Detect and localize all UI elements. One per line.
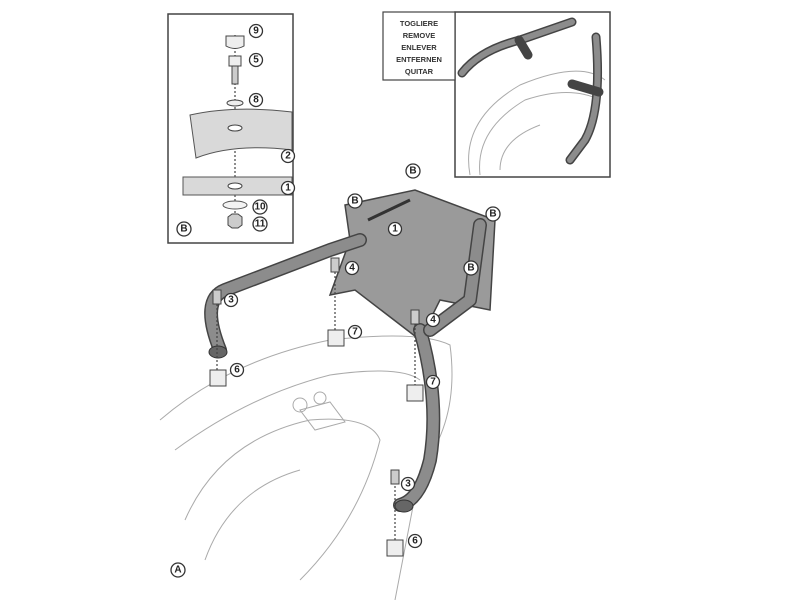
luggage-rack-frame — [204, 189, 496, 557]
svg-text:B: B — [180, 224, 187, 235]
callout-b-right: B — [485, 206, 501, 222]
callout-7-left: 7 — [347, 324, 363, 340]
svg-text:10: 10 — [254, 202, 266, 213]
svg-text:B: B — [351, 196, 358, 207]
remove-text-en: REMOVE — [403, 31, 436, 40]
callout-1-main: 1 — [387, 221, 403, 237]
svg-text:9: 9 — [253, 26, 259, 37]
scooter-seat-outline — [159, 335, 453, 600]
callout-11: 11 — [252, 216, 268, 232]
svg-text:4: 4 — [430, 315, 436, 326]
callout-6-right: 6 — [407, 533, 423, 549]
remove-text-it: TOGLIERE — [400, 19, 438, 28]
svg-text:B: B — [409, 166, 416, 177]
svg-text:A: A — [174, 565, 181, 576]
view-a-label: A — [170, 562, 186, 578]
svg-text:4: 4 — [349, 263, 355, 274]
svg-text:6: 6 — [412, 536, 418, 547]
callout-5: 5 — [248, 52, 264, 68]
callout-4-right: 4 — [425, 312, 441, 328]
callout-2: 2 — [280, 148, 296, 164]
svg-text:7: 7 — [430, 377, 436, 388]
callout-10: 10 — [252, 199, 268, 215]
svg-text:5: 5 — [253, 55, 259, 66]
callout-6-left: 6 — [229, 362, 245, 378]
callout-1: 1 — [280, 180, 296, 196]
callout-b-top: B — [405, 163, 421, 179]
svg-text:7: 7 — [352, 327, 358, 338]
callout-7-right: 7 — [425, 374, 441, 390]
remove-text-es: QUITAR — [405, 67, 434, 76]
callout-b-left: B — [347, 193, 363, 209]
remove-inset: TOGLIERE REMOVE ENLEVER ENTFERNEN QUITAR — [382, 11, 611, 178]
svg-text:1: 1 — [392, 224, 398, 235]
svg-text:8: 8 — [253, 95, 259, 106]
remove-text-de: ENTFERNEN — [396, 55, 442, 64]
detail-b-panel — [167, 13, 294, 244]
callout-8: 8 — [248, 92, 264, 108]
callout-b-lower: B — [463, 260, 479, 276]
detail-b-label: B — [176, 221, 192, 237]
svg-text:6: 6 — [234, 365, 240, 376]
svg-text:1: 1 — [285, 183, 291, 194]
callout-4-left: 4 — [344, 260, 360, 276]
svg-text:3: 3 — [228, 295, 234, 306]
svg-text:11: 11 — [255, 219, 266, 230]
svg-text:2: 2 — [285, 151, 291, 162]
svg-text:B: B — [467, 263, 474, 274]
remove-text-fr: ENLEVER — [401, 43, 437, 52]
callout-9: 9 — [248, 23, 264, 39]
callout-3-left: 3 — [223, 292, 239, 308]
callout-3-right: 3 — [400, 476, 416, 492]
svg-text:B: B — [489, 209, 496, 220]
svg-text:3: 3 — [405, 479, 411, 490]
